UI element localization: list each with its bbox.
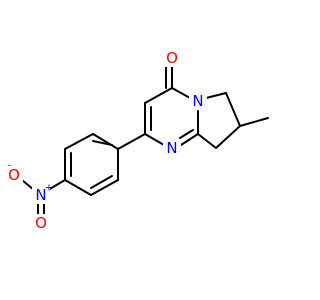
bond-ar1-ar2 <box>92 133 119 150</box>
atom-charge: - <box>7 161 11 172</box>
bond-ar2-ar3 <box>64 133 94 150</box>
bond-n1-c8a <box>180 133 199 146</box>
atom-label: O <box>166 49 178 67</box>
atom-oxygen-nitro-single: O - <box>5 161 23 184</box>
bond-ar5-ar6 <box>90 179 119 196</box>
bond-c7-c8 <box>215 125 241 149</box>
bond-c6-c7 <box>225 92 241 127</box>
atom-label: O <box>8 166 20 184</box>
atom-oxygen-nitro-double: O <box>32 214 50 232</box>
bond-n1-c8a-double <box>179 129 194 139</box>
atom-oxygen-carbonyl: O <box>163 49 181 67</box>
atom-nitrogen-nitro: N + <box>32 183 53 204</box>
bond-n5-c6 <box>205 92 227 99</box>
bond-c8-c8a <box>197 133 217 149</box>
atom-label: N <box>166 139 177 157</box>
atom-label: N <box>35 186 46 204</box>
atom-charge: + <box>45 183 53 194</box>
bond-ar4-ar5 <box>64 179 92 196</box>
atoms: O N N N + O - O <box>5 49 207 232</box>
bond-ar1-ar2-double <box>92 140 113 146</box>
bonds <box>21 65 269 215</box>
bond-c4-c3 <box>144 87 173 104</box>
atom-label: N <box>192 92 203 110</box>
bond-c2-n1 <box>144 133 165 146</box>
structure-canvas: O N N N + O - O <box>5 49 269 232</box>
atom-nitrogen-bridgehead: N <box>189 92 207 110</box>
atom-nitrogen-ring: N <box>163 139 181 157</box>
atom-label: O <box>35 214 47 232</box>
bond-n5-c4 <box>171 87 191 99</box>
bond-ar5-ar6-double <box>90 175 113 189</box>
bond-c2-aryl <box>117 133 146 150</box>
molecule-diagram: O N N N + O - O <box>5 49 269 232</box>
bond-c7-methyl <box>239 117 269 127</box>
bond-ar4-nitro <box>47 179 66 191</box>
